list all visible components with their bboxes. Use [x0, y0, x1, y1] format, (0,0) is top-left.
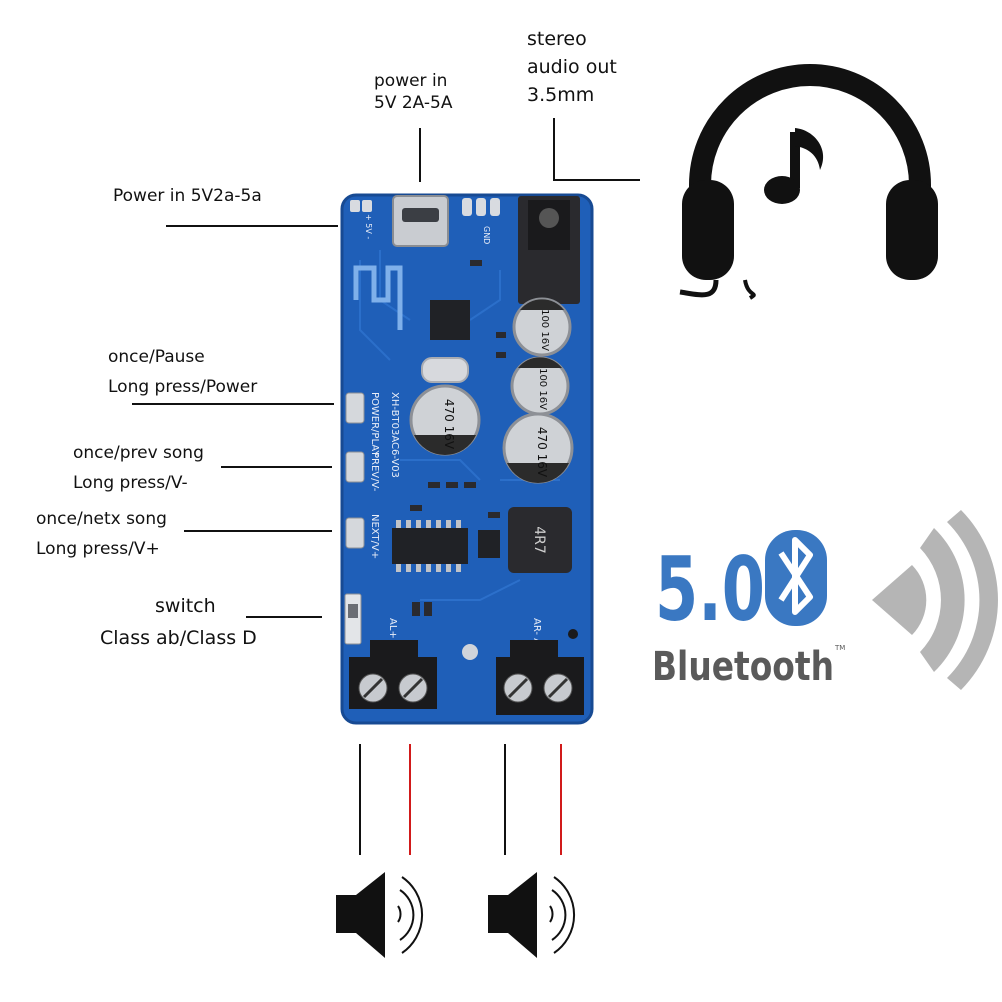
headphones-icon [679, 64, 938, 300]
bluetooth-badge: 5.0 Bluetooth TM [652, 530, 845, 690]
silk-power-play: POWER/PLAY [369, 392, 380, 457]
silk-5v: + 5V - [364, 214, 373, 239]
bluetooth-tm: TM [834, 644, 845, 652]
svg-text:4R7: 4R7 [531, 526, 547, 554]
next-button-label: once/netx song Long press/V+ [36, 504, 167, 564]
antenna-trace [353, 265, 403, 330]
capacitor-100-a [512, 297, 572, 357]
terminal-block-left [349, 640, 437, 709]
power-in-top-line1: power in [374, 71, 448, 91]
switch-label-line1: switch [155, 595, 216, 617]
next-label-line1: once/netx song [36, 509, 167, 529]
audio-out-label: stereo audio out 3.5mm [527, 25, 617, 109]
class-switch[interactable] [344, 593, 362, 645]
cap-470b-text: 470 16V [535, 427, 549, 478]
prev-vol-down-button[interactable] [345, 451, 365, 483]
next-label-line2: Long press/V+ [36, 539, 160, 559]
pcb-board: 100 16V 100 16V 470 16V 470 16V 4R7 [340, 193, 594, 725]
prev-label-line1: once/prev song [73, 443, 204, 463]
speaker-right-icon [488, 872, 576, 958]
speaker-left-icon [336, 872, 424, 958]
capacitor-470-a [409, 384, 481, 456]
next-vol-up-button[interactable] [345, 517, 365, 549]
switch-label-line2: Class ab/Class D [100, 627, 257, 649]
pause-button-label: once/Pause Long press/Power [108, 342, 257, 402]
bluetooth-version: 5.0 [655, 538, 765, 641]
silk-gnd: GND [482, 226, 491, 244]
bluetooth-brand: Bluetooth [652, 644, 834, 690]
bluetooth-logo-icon [765, 530, 827, 626]
pointer-lines [132, 118, 640, 618]
power-in-top-line2: 5V 2A-5A [374, 93, 453, 113]
amplifier-ic [392, 528, 468, 564]
crystal-oscillator [421, 357, 469, 383]
prev-label-line2: Long press/V- [73, 473, 188, 493]
inductor [508, 507, 572, 573]
silk-next: NEXT/V+ [369, 514, 380, 559]
audio-out-line2: audio out [527, 56, 617, 78]
audio-out-line3: 3.5mm [527, 84, 595, 106]
pointer-audio-out [553, 118, 640, 181]
pause-label-line2: Long press/Power [108, 377, 258, 397]
prev-button-label: once/prev song Long press/V- [73, 438, 204, 498]
cap-470a-text: 470 16V [442, 399, 456, 450]
silk-al: AL+ AL- [387, 618, 398, 658]
capacitor-470-b [502, 412, 574, 484]
speaker-wires [359, 744, 562, 855]
power-in-side-label: Power in 5V2a-5a [113, 186, 262, 206]
terminal-block-right [496, 640, 584, 715]
silk-model: XH-BT03AC6-V03 [389, 392, 400, 478]
cap-100b-text: 100 16V [537, 368, 548, 410]
power-in-top-label: power in 5V 2A-5A [374, 70, 453, 114]
music-note-icon [764, 128, 824, 204]
cap-100a-text: 100 16V [539, 309, 550, 351]
pause-label-line1: once/Pause [108, 347, 205, 367]
switch-label: switch Class ab/Class D [100, 590, 257, 654]
power-play-button[interactable] [345, 392, 365, 424]
silk-prev: PREV/V- [369, 452, 380, 492]
audio-out-line1: stereo [527, 28, 587, 50]
silk-ar: AR- AR+ [531, 618, 542, 660]
bluetooth-chip [430, 300, 470, 340]
wireless-signal-icon [872, 510, 998, 690]
